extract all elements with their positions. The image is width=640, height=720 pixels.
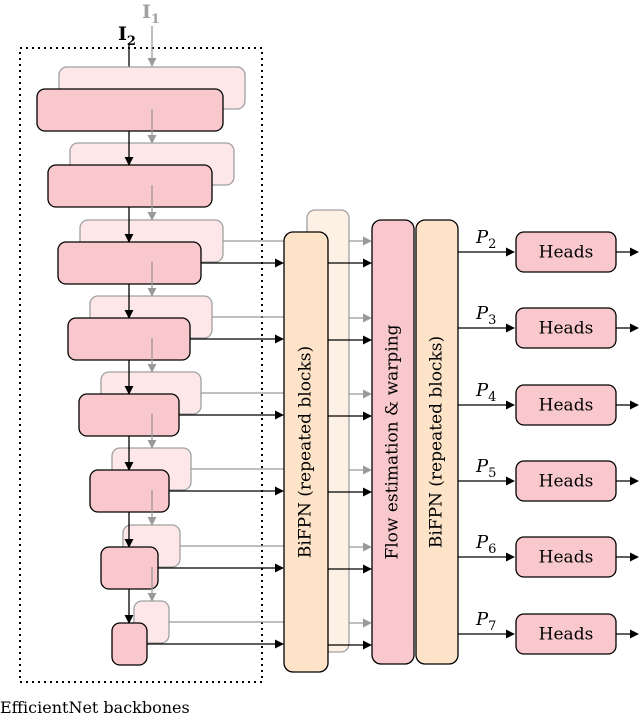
backbone-block: [57, 241, 202, 285]
backbone-block: [89, 469, 170, 513]
heads-label: Heads: [539, 625, 594, 645]
output-level-label: P4: [475, 380, 496, 405]
bifpn-block-2: [415, 219, 459, 665]
heads-label: Heads: [539, 472, 594, 492]
flow-label: Flow estimation & warping: [383, 324, 403, 559]
heads-label: Heads: [539, 548, 594, 568]
bifpn-block-1: [283, 231, 329, 673]
backbone-blocks: [36, 66, 246, 666]
backbone-caption: EfficientNet backbones: [0, 698, 190, 717]
backbone-block: [47, 164, 213, 208]
backbone-block: [111, 622, 148, 666]
bifpn-2-label: BiFPN (repeated blocks): [427, 336, 447, 548]
bifpn-to-flow-lines: [328, 236, 372, 650]
backbone-frame: [19, 47, 263, 683]
feature-lines: [147, 236, 307, 649]
backbone-block: [100, 546, 159, 590]
output-level-label: P7: [475, 609, 496, 634]
output-level-label: P2: [475, 227, 496, 252]
input-i2-label: I2: [118, 23, 136, 49]
output-level-label: P6: [475, 532, 496, 557]
bifpn-1-label: BiFPN (repeated blocks): [296, 346, 316, 558]
heads-label: Heads: [539, 319, 594, 339]
output-level-label: P5: [475, 456, 496, 481]
input-i1-label: I1: [142, 1, 160, 27]
backbone-block: [36, 88, 224, 132]
heads-label: Heads: [539, 243, 594, 263]
backbone-block: [78, 393, 180, 437]
heads-label: Heads: [539, 396, 594, 416]
output-level-label: P3: [475, 303, 496, 328]
flow-block: [371, 219, 415, 665]
backbone-block: [67, 317, 191, 361]
